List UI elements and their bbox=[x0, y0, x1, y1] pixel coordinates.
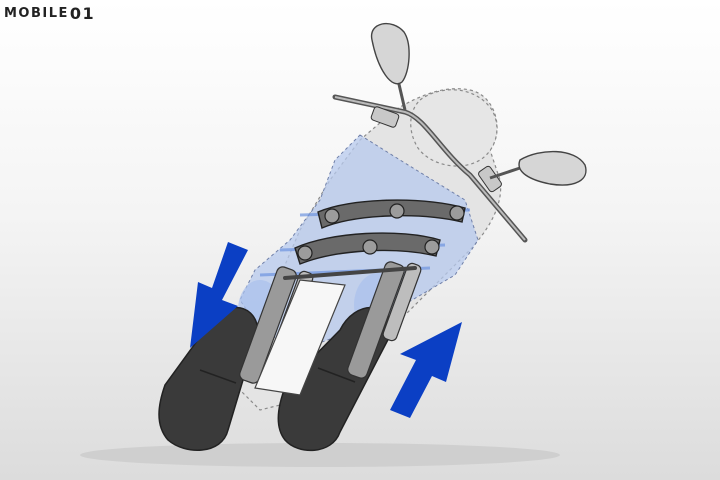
rider-helmet bbox=[410, 89, 498, 167]
center-body-panel bbox=[254, 279, 346, 396]
left-switch-housing bbox=[370, 106, 400, 128]
site-logo: MOBILE 01 bbox=[4, 2, 95, 24]
left-mirror bbox=[371, 22, 410, 111]
linkage-pivots bbox=[297, 203, 465, 261]
logo-mark: 01 bbox=[69, 3, 96, 23]
left-wheel-down-arrow bbox=[190, 242, 248, 348]
right-fork bbox=[347, 261, 422, 379]
logo-text: MOBILE bbox=[4, 5, 69, 21]
right-mirror bbox=[489, 150, 587, 186]
steering-tie-rod bbox=[283, 266, 417, 280]
right-wheel-up-arrow bbox=[390, 322, 462, 418]
